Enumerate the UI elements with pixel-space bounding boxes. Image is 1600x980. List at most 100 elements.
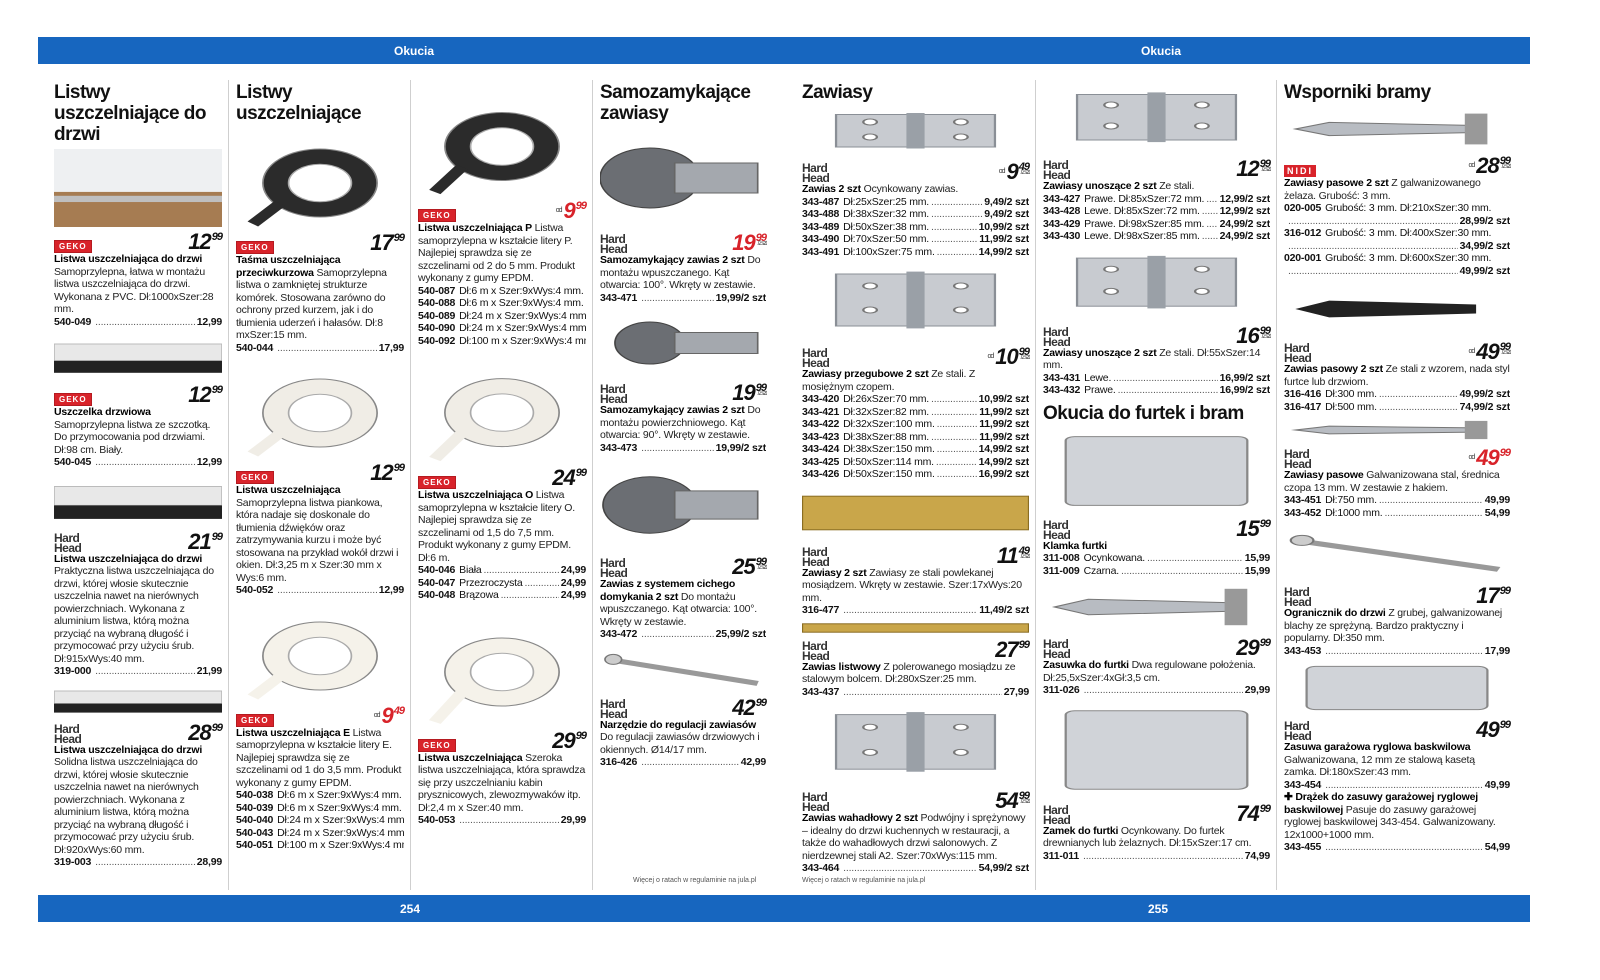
variant-price: 19,99/2 szt [715,441,766,454]
product-image [600,308,766,378]
article-number: 343-489 [802,220,840,233]
price-cents: 99 [1499,719,1511,731]
product-description: Listwa uszczelniająca do drzwi Solidna l… [54,744,222,857]
variant-row: 316-42642,99 [600,756,766,769]
footer-bar: 254 255 [38,895,1530,922]
leader-dots [95,856,195,869]
price-cents: 99 [211,231,223,243]
product-illustration [1051,588,1248,626]
variant-price: 34,99/2 szt [1459,239,1510,252]
variant-list: 540-05212,99 [236,584,404,597]
price-integer: 12 [188,229,212,254]
product-illustration [54,149,222,227]
article-number: 343-472 [600,628,638,640]
price-cents: 99 [1499,155,1511,167]
price-integer: 15 [1236,515,1260,541]
product-text: Galwanizowana stal, średnica czopa 13 mm… [1284,469,1500,494]
variant-price: 74,99/2 szt [1459,400,1510,413]
product-text: Samoprzylepna listwa ze szczotką. Do prz… [54,418,211,456]
variant-price: 24,99/2 szt [1219,217,1270,230]
price-cents: 99 [1499,341,1511,353]
article-number: 343-422 [802,418,840,430]
product-description: Listwa uszczelniająca O Listwa samoprzyl… [418,489,586,564]
leader-dots [524,577,558,590]
variant-desc: Dł:38xSzer:88 mm. [843,430,930,443]
leader-dots [843,686,1002,699]
leader-dots [843,604,977,617]
price-cents: 99 [393,232,405,244]
geko-logo: GEKO [418,738,456,752]
product-text: Samoprzylepna, łatwa w montażu listwa us… [54,265,214,316]
product-image [236,601,404,701]
variant-row: 343-47119,99/2 szt [600,292,766,305]
product-illustration [614,321,759,365]
variant-price: 11,99/2 szt [979,405,1029,418]
variant-row: 540-05212,99 [236,584,404,597]
leader-dots [95,456,195,469]
price-cents: 99 [1018,346,1030,358]
price-cents: 99 [1018,638,1030,651]
variant-desc: Dł:6 m x Szer:9xWys:4 mm. Brązowa [277,789,404,801]
product-illustration [1290,420,1488,440]
leader-dots [931,406,977,419]
product-image [1284,281,1510,337]
variant-desc: Przezroczysta [459,576,523,589]
variant-list: 319-00328,99 [54,856,222,869]
leader-dots [1379,401,1458,414]
variant-price: 16,99/2 szt [1219,371,1270,384]
product-text: Solidna listwa uszczelniająca do drzwi, … [54,756,199,856]
leader-dots [1288,265,1458,278]
section-heading: Listwy uszczelniające do drzwi [54,82,207,145]
variant-row: 540-047Przezroczysta24,99 [418,577,586,590]
variant-price: 54,99 [1484,506,1510,519]
variant-row: 540-05329,99 [418,814,586,827]
product-illustration [1075,255,1238,308]
product-illustration [428,637,560,724]
product-illustration [1305,665,1489,711]
product-description: Zawiasy przegubowe 2 szt Ze stali. Z mos… [802,368,1029,393]
leader-dots [843,862,977,875]
leader-dots [1325,841,1483,854]
article-number: 540-090 [418,322,456,334]
price-unit: /2 szt [1261,333,1271,340]
price-cents: 99 [1259,802,1271,815]
variant-desc: Lewe. Dł:98xSzer:85 mm. [1084,230,1200,242]
product-title: Klamka furtki [1043,539,1107,552]
product-title: Listwa uszczelniająca [236,484,341,496]
product-title: Zasuwa garażowa ryglowa baskwilowa [1284,741,1471,753]
product-title: Zawiasy unoszące 2 szt [1043,346,1157,359]
price-cents: 99 [393,462,405,474]
product-image [802,621,1031,635]
variant-list: 343-47119,99/2 szt [600,292,766,305]
price-integer: 49 [1476,717,1500,742]
variant-row: 319-00328,99 [54,856,222,869]
product-text: Listwa samoprzylepna w kształcie litery … [418,489,575,564]
price-cents: 99 [211,721,223,734]
variant-desc: Dł:24 m x Szer:9xWys:4 mm. Biała [277,826,404,839]
variant-price: 24,99 [560,576,586,589]
